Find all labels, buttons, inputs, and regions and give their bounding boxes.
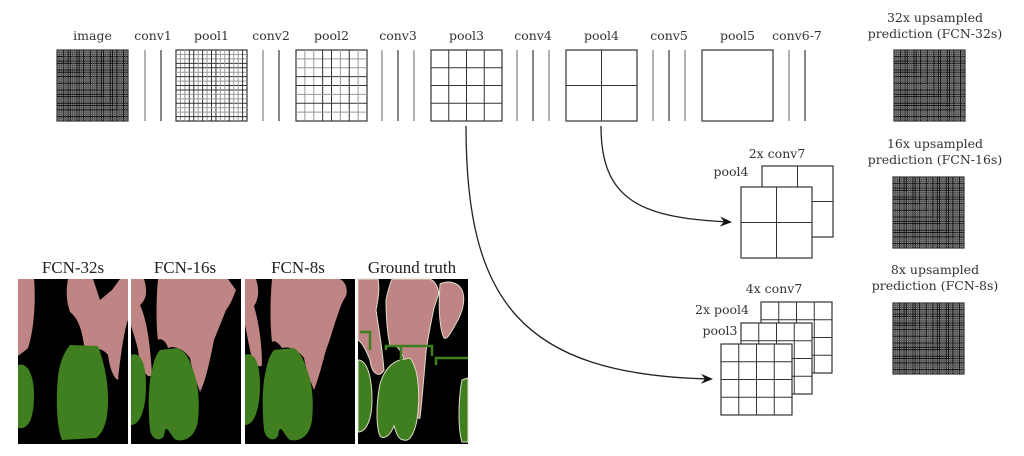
stage-pool5-grid <box>701 49 774 122</box>
fusion-8s-stack: 4x conv7 2x pool4 pool3 <box>695 281 833 416</box>
skip-arrow-pool4 <box>600 125 732 227</box>
fcn8s-bicycle-region <box>245 348 313 441</box>
panel-fcn16s <box>131 279 241 444</box>
stage-label-conv2: conv2 <box>252 28 290 43</box>
fusion-16s-stack: 2x conv7 pool4 <box>713 146 834 259</box>
ground-truth-bicycle-region <box>357 357 469 443</box>
stage-pool3-grid <box>430 49 503 122</box>
panel-label-fcn16s: FCN-16s <box>154 258 216 277</box>
fcn32s-prediction-grid <box>893 49 966 122</box>
stage-conv3-lines <box>381 50 415 121</box>
fusion8-front-label: pool3 <box>702 323 737 338</box>
stage-conv5-lines <box>652 50 686 121</box>
fcn8s-output <box>892 302 965 375</box>
stage-conv6-7-lines <box>788 50 806 121</box>
fcn16s-person-region <box>131 279 236 392</box>
output-fcn16s: 16x upsampled prediction (FCN-16s) <box>868 136 1002 249</box>
ground-truth-person-region <box>357 278 465 419</box>
stage-label-pool4: pool4 <box>584 28 619 43</box>
fusion16-pool4-grid <box>740 186 813 259</box>
fcn32s-person-region <box>18 279 128 380</box>
output-fcn32s: 32x upsampled prediction (FCN-32s) <box>868 10 1002 122</box>
stage-label-pool5: pool5 <box>720 28 755 43</box>
fusion8-grids <box>720 301 833 416</box>
stage-label-conv5: conv5 <box>650 28 688 43</box>
fusion8-pool3-grid <box>720 343 793 416</box>
fcn8s-person-region <box>245 279 347 390</box>
stage-pool1-grid <box>175 49 248 122</box>
output-fcn16s-title-line1: 16x upsampled <box>887 136 983 151</box>
stage-pool2-grid <box>295 49 368 122</box>
fusion16-front-label: pool4 <box>713 164 748 179</box>
output-fcn8s-title-line2: prediction (FCN-8s) <box>872 278 998 293</box>
fusion8-top-label: 4x conv7 <box>746 281 803 296</box>
stage-label-pool2: pool2 <box>314 28 349 43</box>
stage-label-conv1: conv1 <box>134 28 172 43</box>
fusion16-top-label: 2x conv7 <box>749 146 806 161</box>
fcn32s-output <box>893 49 966 122</box>
stage-label-conv3: conv3 <box>379 28 417 43</box>
panel-ground-truth <box>357 278 469 444</box>
output-fcn32s-title-line2: prediction (FCN-32s) <box>868 26 1002 41</box>
panel-fcn8s <box>245 279 355 444</box>
stage-conv4-lines <box>516 50 550 121</box>
results-strip: FCN-32s FCN-16s FCN-8s Ground truth <box>18 258 469 444</box>
stage-label-pool1: pool1 <box>194 28 229 43</box>
stage-pool4-grid <box>565 49 638 122</box>
fusion16-grids <box>740 165 834 259</box>
panel-label-fcn32s: FCN-32s <box>42 258 104 277</box>
output-fcn32s-title-line1: 32x upsampled <box>887 10 983 25</box>
pipeline-row: image conv1 pool1 conv2 pool2 conv3 pool3 conv4… <box>56 28 822 122</box>
ground-truth-handlebars <box>360 330 468 365</box>
stage-label-image: image <box>73 28 112 43</box>
fcn16s-bicycle-region <box>131 348 199 441</box>
skip-arrow-pool3 <box>465 125 713 384</box>
fcn8s-prediction-grid <box>892 302 965 375</box>
fcn16s-prediction-grid <box>892 176 965 249</box>
fcn16s-output <box>892 176 965 249</box>
stage-conv2-lines <box>262 50 280 121</box>
stage-label-conv4: conv4 <box>514 28 552 43</box>
output-fcn8s-title-line1: 8x upsampled <box>891 262 979 277</box>
fcn32s-bicycle-region <box>18 345 108 440</box>
stage-label-pool3: pool3 <box>449 28 484 43</box>
output-fcn8s: 8x upsampled prediction (FCN-8s) <box>872 262 998 375</box>
panel-fcn32s <box>18 279 128 444</box>
stage-pool5-grid-frame <box>701 49 774 122</box>
stage-image-grid <box>56 49 129 122</box>
stage-label-conv6-7: conv6-7 <box>772 28 822 43</box>
stage-conv1-lines <box>144 50 162 121</box>
output-fcn16s-title-line2: prediction (FCN-16s) <box>868 152 1002 167</box>
panel-label-ground-truth: Ground truth <box>368 258 457 277</box>
fusion8-mid-label: 2x pool4 <box>695 302 749 317</box>
panel-label-fcn8s: FCN-8s <box>271 258 325 277</box>
